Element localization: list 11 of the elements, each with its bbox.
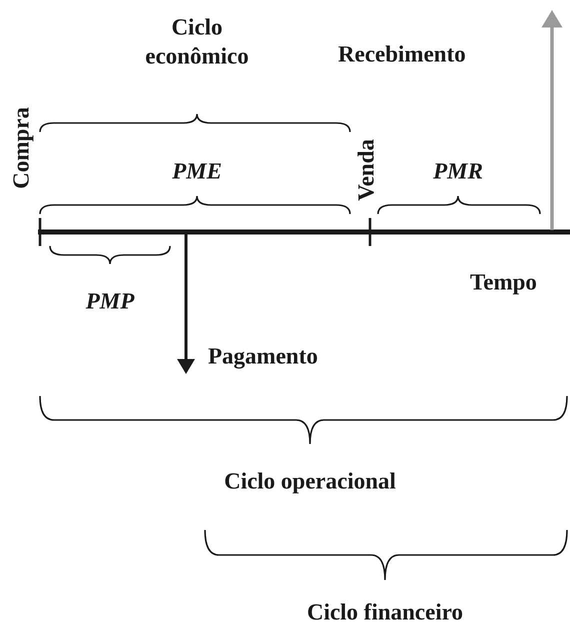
text-label: Ciclo financeiro [306,598,464,627]
text-label: PME [172,158,222,186]
text-label: Recebimento [338,40,466,69]
event-label: Compra [8,107,35,189]
text-label: PMR [433,158,483,186]
text-label: PMP [86,288,134,316]
text-label: Tempo [470,268,537,297]
text-label: Pagamento [208,342,318,371]
text-label: Ciclo econômico [144,13,250,70]
text-label: Ciclo operacional [224,468,396,496]
event-label: Venda [352,139,380,201]
